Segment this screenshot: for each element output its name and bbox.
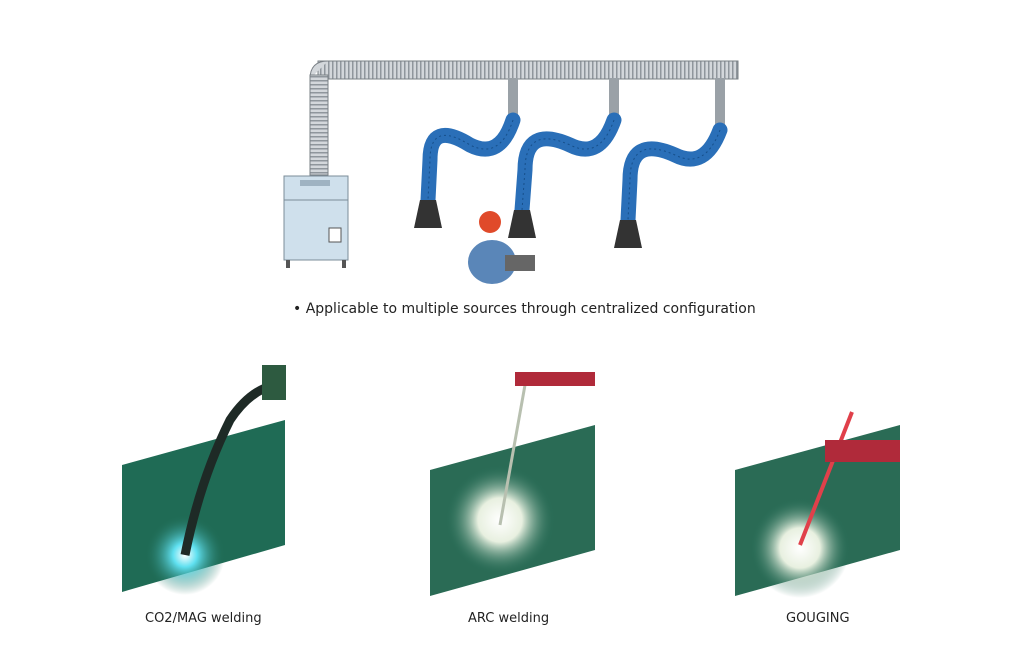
photo-gouging — [735, 411, 900, 598]
welder-figure — [468, 211, 535, 284]
caption-arc: ARC welding — [468, 611, 550, 626]
caption-gouging: GOUGING — [786, 611, 850, 626]
caption-co2-mag: CO2/MAG welding — [145, 611, 262, 626]
system-caption: • Applicable to multiple sources through… — [293, 301, 756, 317]
filter-cabinet — [283, 175, 349, 268]
hoods — [414, 200, 642, 248]
extraction-arms — [420, 78, 728, 228]
photo-arc — [430, 372, 595, 596]
main-duct — [309, 60, 739, 176]
photo-co2-mag — [122, 365, 286, 595]
